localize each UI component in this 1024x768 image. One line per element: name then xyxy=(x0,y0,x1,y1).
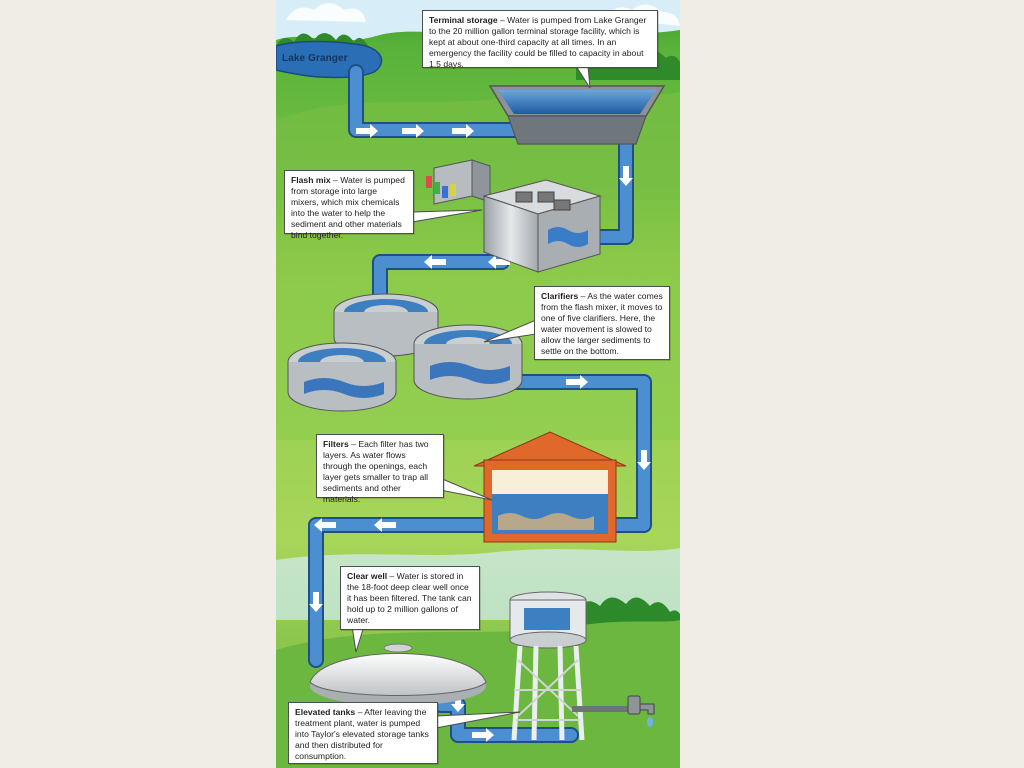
clarifiers xyxy=(287,293,523,412)
callout-text: – Water is pumped from storage into larg… xyxy=(291,175,405,241)
callout-clear-well: Clear well – Water is stored in the 18-f… xyxy=(340,566,480,630)
callout-flash-mix: Flash mix – Water is pumped from storage… xyxy=(284,170,414,240)
elevated-water-tower xyxy=(509,591,587,741)
flash-mixer xyxy=(426,159,602,273)
terminal-storage-basin xyxy=(488,85,666,145)
flow-arrows xyxy=(309,124,651,742)
callout-text: – Each filter has two layers. As water f… xyxy=(323,439,429,505)
callout-terminal-storage: Terminal storage – Water is pumped from … xyxy=(422,10,658,70)
flow-arrow xyxy=(566,375,588,389)
flow-arrow xyxy=(402,124,424,138)
callout-title: Elevated tanks xyxy=(295,707,356,717)
flow-arrow xyxy=(637,450,651,470)
callout-title: Clarifiers xyxy=(541,291,579,301)
flow-arrow xyxy=(314,518,336,532)
water-treatment-diagram: Lake Granger Terminal storage – Water is… xyxy=(276,0,680,768)
flow-arrow xyxy=(356,124,378,138)
callout-text: – Water is stored in the 18-foot deep cl… xyxy=(347,571,472,626)
callout-text: – After leaving the treatment plant, wat… xyxy=(295,707,429,762)
flow-arrow xyxy=(452,124,474,138)
lake-granger-label: Lake Granger xyxy=(282,53,348,64)
callout-filters: Filters – Each filter has two layers. As… xyxy=(316,434,444,504)
callout-text: – As the water comes from the flash mixe… xyxy=(541,291,663,357)
diagram-artwork xyxy=(276,0,680,768)
callout-text: – Water is pumped from Lake Granger to t… xyxy=(429,15,647,70)
clarifier xyxy=(413,324,523,400)
flow-arrow xyxy=(472,728,494,742)
flow-arrow xyxy=(619,166,633,186)
cloud-1 xyxy=(286,3,366,22)
callout-title: Terminal storage xyxy=(429,15,498,25)
faucet xyxy=(572,695,655,727)
flow-arrow xyxy=(488,255,510,269)
flow-arrow xyxy=(374,518,396,532)
clarifier xyxy=(287,342,397,412)
clear-well-dome xyxy=(309,643,487,706)
flow-arrow xyxy=(309,592,323,612)
callout-title: Filters xyxy=(323,439,349,449)
callout-elevated-tanks: Elevated tanks – After leaving the treat… xyxy=(288,702,438,764)
flow-arrow xyxy=(424,255,446,269)
callout-title: Flash mix xyxy=(291,175,331,185)
callout-title: Clear well xyxy=(347,571,388,581)
callout-clarifiers: Clarifiers – As the water comes from the… xyxy=(534,286,670,360)
flow-arrow xyxy=(451,692,465,712)
filter-house xyxy=(473,431,627,543)
